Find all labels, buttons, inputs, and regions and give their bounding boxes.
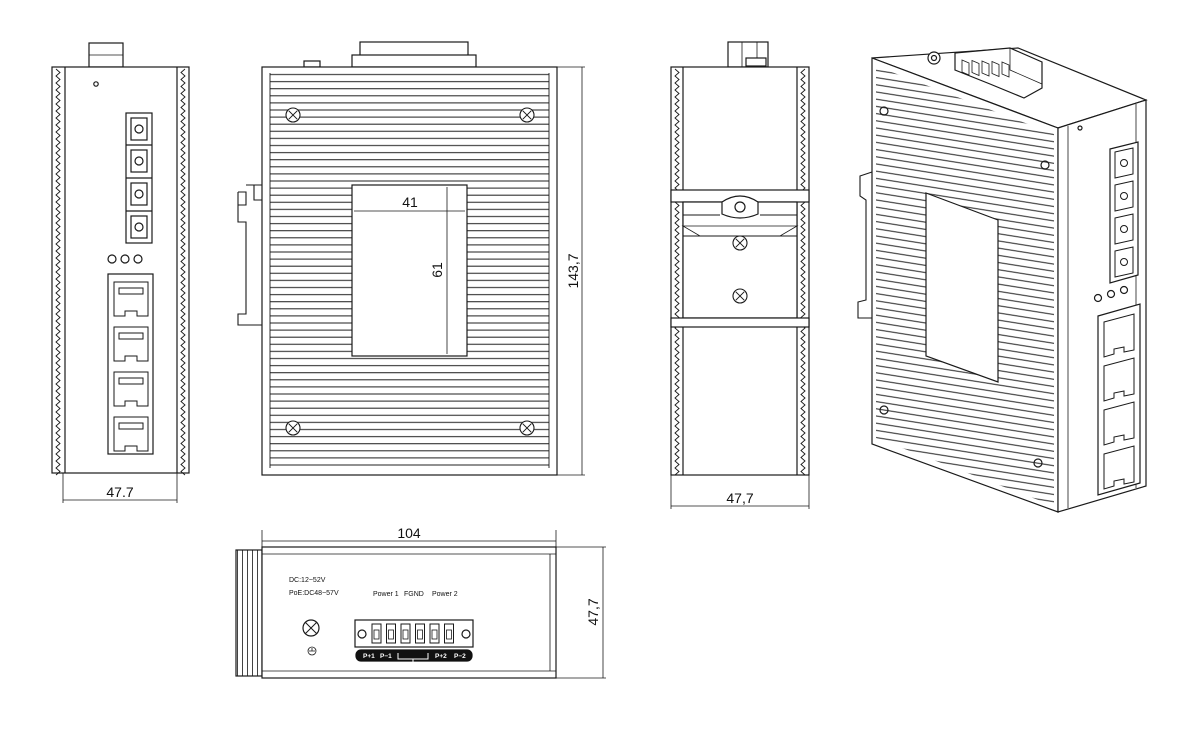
label-width-dimension: 41 — [402, 194, 418, 210]
rj45-ports — [107, 273, 154, 455]
power2-label: Power 2 — [432, 591, 458, 598]
iso-fiber-port-1 — [1114, 147, 1134, 179]
voltage-poe-label: PoE:DC48~57V — [289, 590, 339, 597]
terminal-slot-1 — [371, 623, 382, 644]
side-view — [237, 41, 585, 476]
rail-screws — [732, 235, 748, 304]
iso-fiber-port-2 — [1114, 180, 1134, 212]
front-view — [51, 42, 190, 503]
pin-label-p1-minus: P−1 — [380, 653, 392, 660]
iso-rj45-port-4 — [1103, 445, 1135, 490]
front-right-serration — [180, 68, 186, 476]
isometric-view — [857, 47, 1148, 513]
terminal-slot-2 — [386, 623, 396, 644]
body-height-dimension: 143,7 — [565, 253, 581, 288]
rear-right-serration — [800, 68, 806, 476]
voltage-dc-label: DC:12~52V — [289, 577, 326, 584]
bottom-depth-dimension: 47,7 — [585, 598, 601, 625]
bottom-view — [235, 530, 606, 679]
power1-label: Power 1 — [373, 591, 399, 598]
fgnd-label: FGND — [404, 591, 424, 598]
rj45-port-4 — [113, 416, 149, 452]
fiber-ports — [125, 112, 153, 244]
iso-fiber-port-4 — [1114, 246, 1134, 278]
rear-left-serration — [674, 68, 680, 476]
front-left-serration — [55, 68, 61, 476]
iso-rj45-port-3 — [1103, 401, 1135, 446]
iso-fiber-port-3 — [1114, 213, 1134, 245]
rear-view — [670, 41, 810, 509]
pin-label-p1-plus: P+1 — [363, 653, 375, 660]
rear-width-dimension: 47,7 — [726, 490, 753, 506]
label-height-dimension: 61 — [429, 262, 445, 278]
bottom-length-dimension: 104 — [397, 525, 421, 541]
mounting-screws — [285, 107, 535, 436]
iso-rj45-port-1 — [1103, 313, 1135, 358]
rj45-port-3 — [113, 371, 149, 407]
iso-rj45-port-2 — [1103, 357, 1135, 402]
pin-label-p2-plus: P+2 — [435, 653, 447, 660]
rj45-port-1 — [113, 281, 149, 317]
terminal-slot-6 — [444, 623, 454, 644]
terminal-slot-4 — [415, 623, 425, 644]
front-width-dimension: 47.7 — [106, 484, 133, 500]
terminal-slot-3 — [400, 623, 411, 644]
pin-label-p2-minus: P−2 — [454, 653, 466, 660]
terminal-slot-5 — [429, 623, 440, 644]
rj45-port-2 — [113, 326, 149, 362]
